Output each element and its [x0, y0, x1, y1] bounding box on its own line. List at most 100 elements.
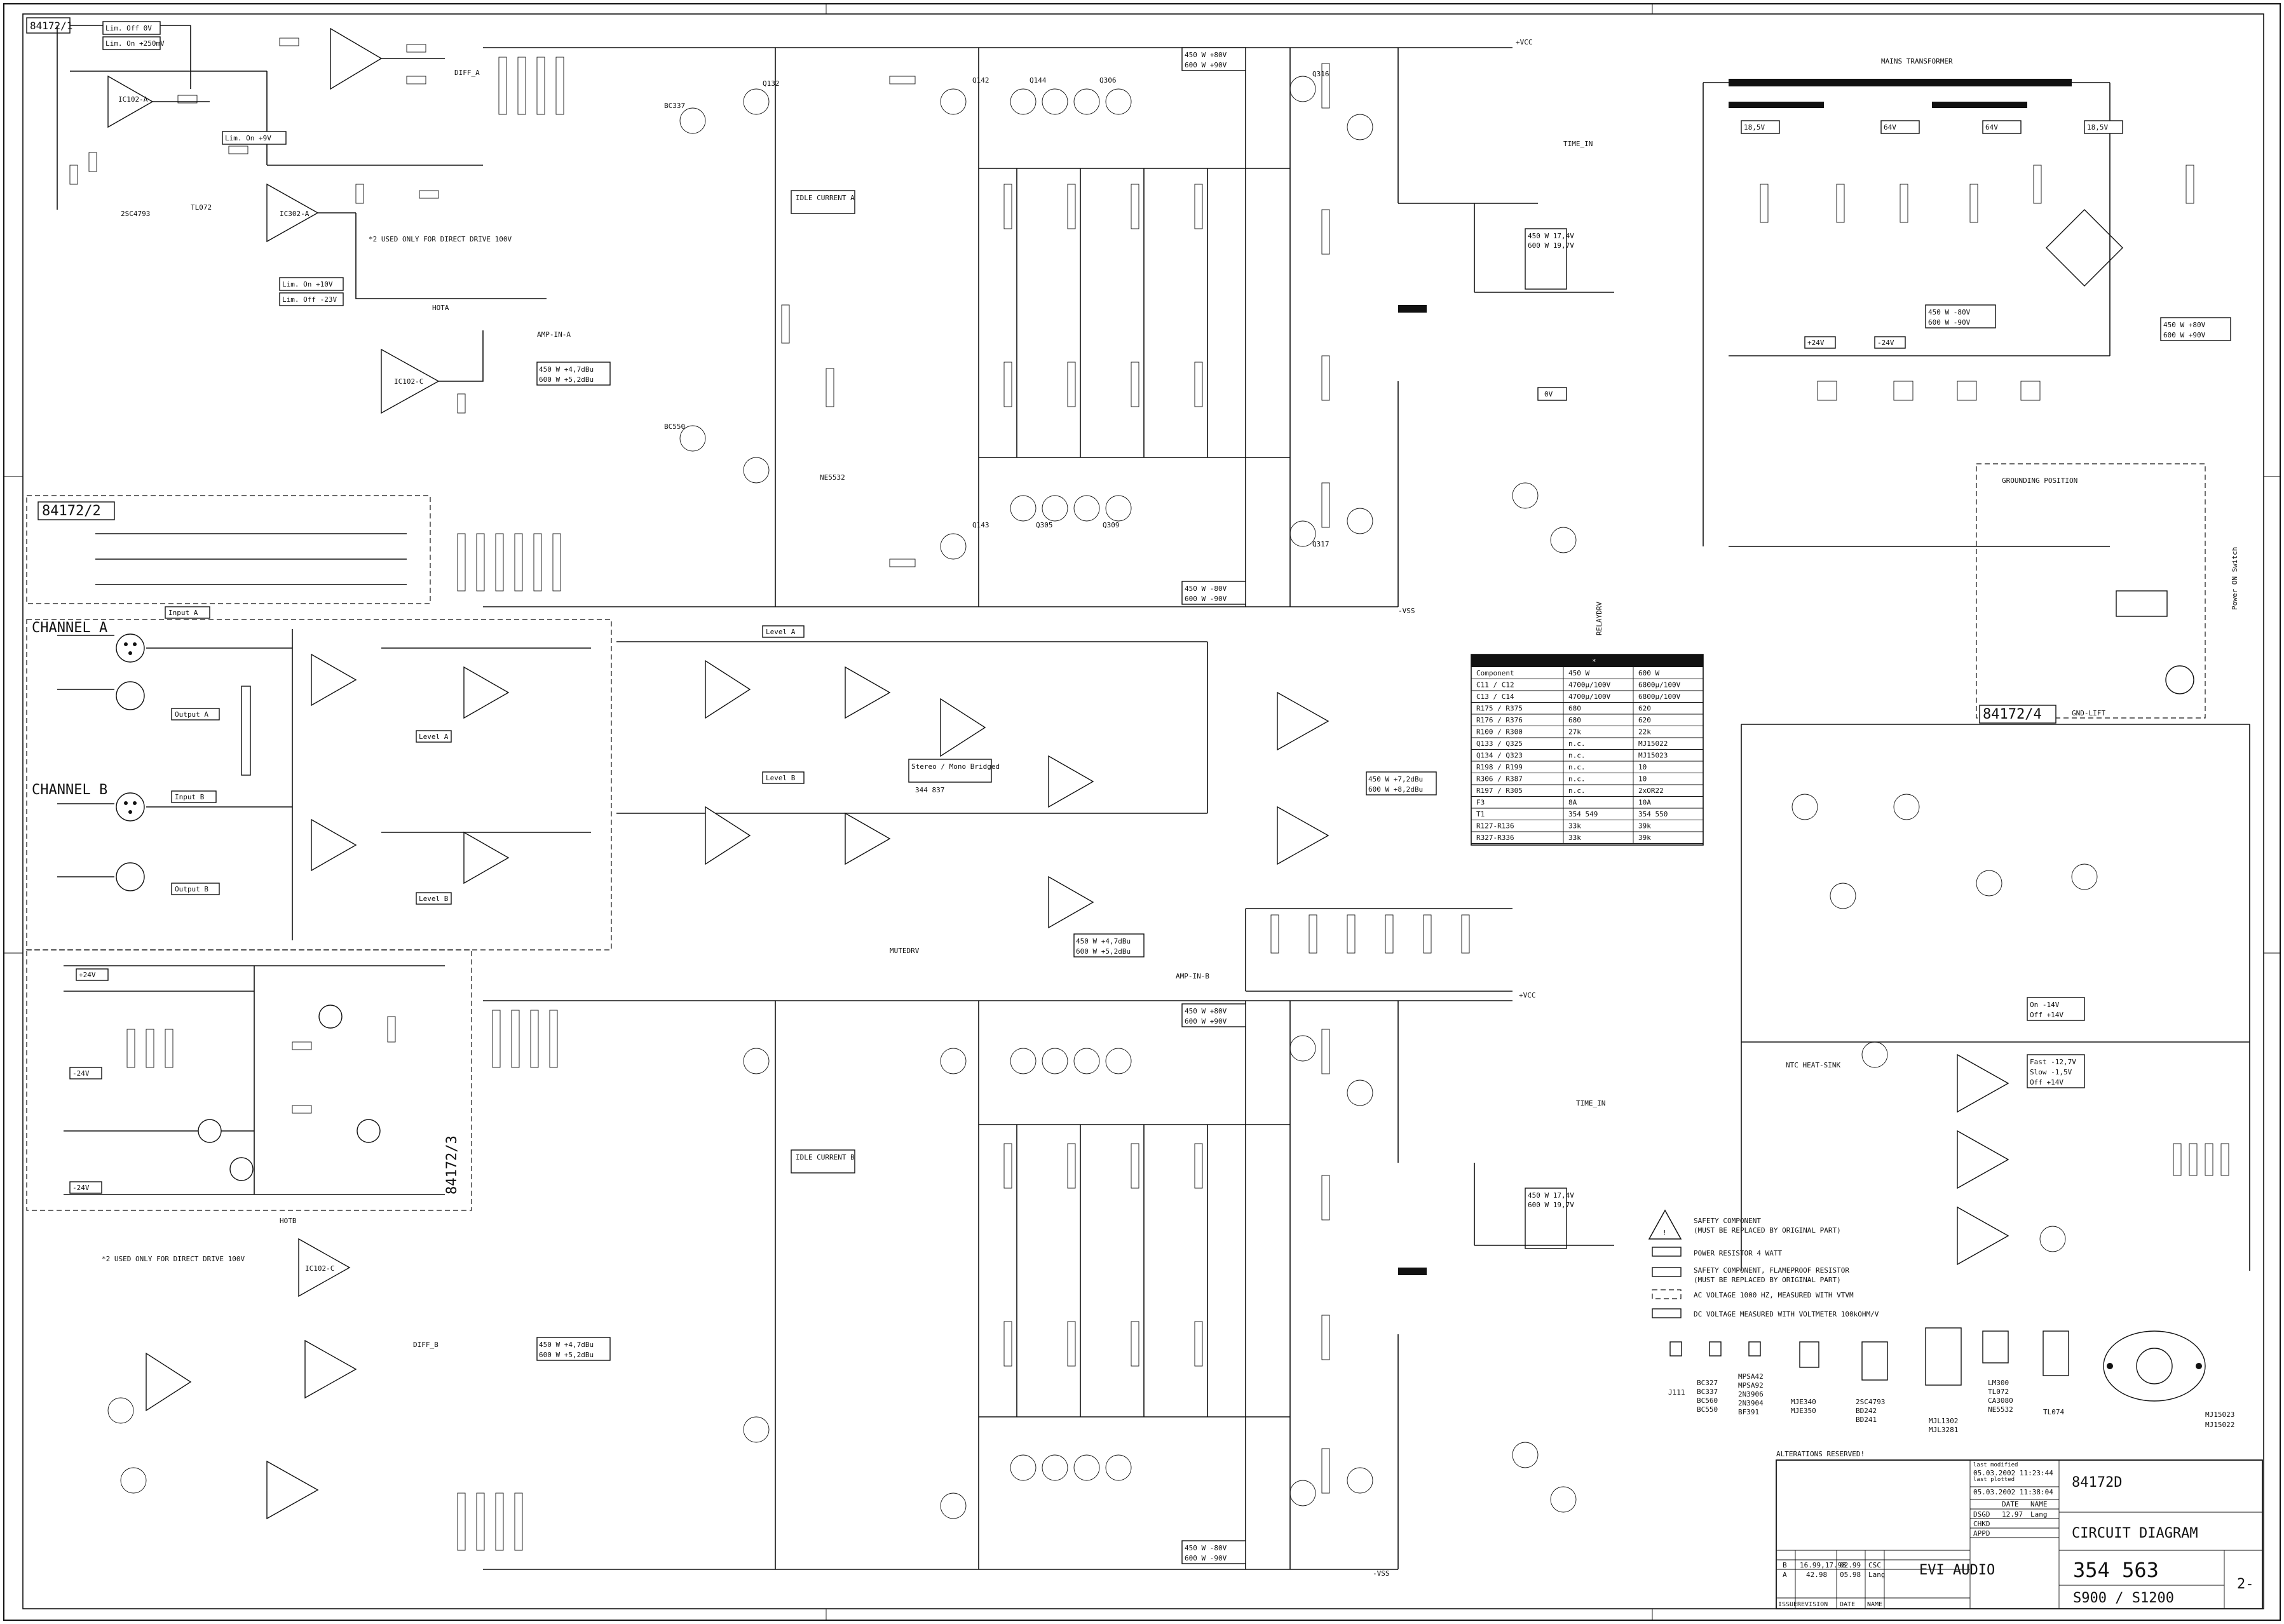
opamp-ic501a: [311, 653, 357, 707]
svg-text:450 W +80V: 450 W +80V: [1185, 1007, 1227, 1015]
svg-text:2SC4793: 2SC4793: [121, 210, 150, 218]
sheet-frame: [3, 3, 2281, 1621]
svg-text:TIME_IN: TIME_IN: [1576, 1099, 1605, 1107]
model-names: S900 / S1200: [2073, 1590, 2174, 1606]
net-diff-a: DIFF_A: [454, 69, 480, 77]
svg-text:Q309: Q309: [1103, 521, 1120, 529]
parts-table-cell: n.c.: [1568, 787, 1586, 795]
svg-text:LM300: LM300: [1988, 1379, 2009, 1387]
parts-table-cell: MJ15023: [1638, 752, 1668, 760]
channel-b-label: CHANNEL B: [32, 782, 107, 798]
svg-text:05.98: 05.98: [1840, 1571, 1861, 1579]
svg-text:05.03.2002 11:23:44: 05.03.2002 11:23:44: [1973, 1469, 2053, 1477]
svg-text:ISSUE: ISSUE: [1778, 1601, 1797, 1608]
svg-text:(MUST BE REPLACED BY ORIGINAL: (MUST BE REPLACED BY ORIGINAL PART): [1694, 1226, 1841, 1235]
svg-text:BC337: BC337: [664, 102, 685, 110]
parts-table-cell: C13 / C14: [1476, 693, 1514, 701]
svg-text:MJ15022: MJ15022: [2205, 1421, 2234, 1429]
parts-table-cell: 22k: [1638, 728, 1651, 736]
svg-text:600 W +5,2dBu: 600 W +5,2dBu: [539, 376, 594, 384]
svg-text:AMP-IN-B: AMP-IN-B: [1176, 972, 1209, 980]
svg-text:Q316: Q316: [1312, 70, 1329, 78]
svg-text:BC560: BC560: [1697, 1397, 1718, 1405]
channel-a-label: CHANNEL A: [32, 620, 107, 636]
power-amp-channel-b: IC102-C *2 USED ONLY FOR DIRECT DRIVE 10…: [102, 991, 1614, 1578]
parts-table-cell: 354 549: [1568, 810, 1598, 818]
svg-text:CHKD: CHKD: [1973, 1520, 1990, 1528]
svg-text:MPSA92: MPSA92: [1738, 1381, 1764, 1390]
module-id-84172-3: 84172/3: [444, 1135, 460, 1194]
svg-text:+VCC: +VCC: [1519, 991, 1536, 999]
idle-current-b-label: IDLE CURRENT B: [796, 1153, 855, 1161]
svg-text:last plotted: last plotted: [1973, 1477, 2015, 1483]
svg-text:J111: J111: [1668, 1388, 1685, 1397]
module-id-84172-4: 84172/4: [1983, 707, 2042, 722]
svg-text:Level A: Level A: [419, 733, 449, 741]
svg-text:18,5V: 18,5V: [2087, 123, 2108, 132]
svg-text:DIFF_B: DIFF_B: [413, 1341, 438, 1349]
parts-table-cell: C11 / C12: [1476, 681, 1514, 689]
to264-mjl-icon: [1925, 1327, 1962, 1386]
svg-text:MPSA42: MPSA42: [1738, 1372, 1764, 1381]
supply-box-b-pos: 450 W +80V 600 W +90V: [1181, 1003, 1246, 1027]
doc-id: 84172D: [2072, 1475, 2122, 1491]
svg-text:*2 USED ONLY FOR DIRECT DRIVE: *2 USED ONLY FOR DIRECT DRIVE 100V: [102, 1255, 245, 1263]
svg-text:CA3080: CA3080: [1988, 1397, 2013, 1405]
svg-text:450 W +4,7dBu: 450 W +4,7dBu: [539, 365, 594, 374]
svg-text:MJE340: MJE340: [1791, 1398, 1816, 1406]
to92-j111-icon: [1669, 1341, 1682, 1357]
svg-text:BD241: BD241: [1856, 1416, 1877, 1424]
svg-text:-VSS: -VSS: [1373, 1569, 1390, 1578]
svg-text:Power ON Switch: Power ON Switch: [2231, 547, 2239, 610]
parts-table-cell: R176 / R376: [1476, 716, 1523, 724]
svg-text:600 W -90V: 600 W -90V: [1185, 1554, 1227, 1562]
opamp-ic102-b: [330, 27, 383, 90]
svg-text:SAFETY COMPONENT, FLAMEPROOF R: SAFETY COMPONENT, FLAMEPROOF RESISTOR: [1694, 1266, 1849, 1275]
parts-table-cell: R100 / R300: [1476, 728, 1523, 736]
parts-table-cell: 680: [1568, 716, 1581, 724]
to126-mje-icon: [1799, 1341, 1819, 1368]
level-box-a: 450 W +4,7dBu 600 W +5,2dBu: [536, 362, 611, 386]
svg-text:DSGD: DSGD: [1973, 1510, 1990, 1519]
parts-table-cell: 4700µ/100V: [1568, 693, 1611, 701]
svg-text:+24V: +24V: [79, 971, 96, 979]
svg-text:2N3906: 2N3906: [1738, 1390, 1764, 1398]
opamp-ic102-a: [107, 75, 154, 128]
parts-table-cell: R175 / R375: [1476, 705, 1523, 713]
parts-table-header-cell: Component: [1476, 669, 1514, 677]
svg-text:Lim. On +9V: Lim. On +9V: [225, 134, 271, 142]
ac-voltage-box-icon: [1652, 1289, 1682, 1299]
module-84172-2-block: 84172/2 CHANNEL A CHANNEL B Input A Outp…: [26, 495, 612, 951]
svg-text:MJ15023: MJ15023: [2205, 1411, 2234, 1419]
power-amp-channel-a: Q132 Q142 Q144 Q306 Q143 Q305 Q309 Q316 …: [457, 38, 1614, 635]
parts-table-cell: R306 / R387: [1476, 775, 1523, 783]
svg-text:*: *: [1592, 658, 1596, 666]
svg-text:600 W 19,7V: 600 W 19,7V: [1528, 241, 1574, 250]
parts-table-cell: 620: [1638, 705, 1651, 713]
svg-text:RELAYDRV: RELAYDRV: [1595, 602, 1603, 635]
parts-table-cell: n.c.: [1568, 763, 1586, 771]
svg-text:GND-LIFT: GND-LIFT: [2072, 709, 2105, 717]
opamp-ic502a: [463, 666, 510, 719]
svg-text:600 W +90V: 600 W +90V: [2163, 331, 2206, 339]
svg-text:2N3904: 2N3904: [1738, 1399, 1764, 1407]
stereo-mono-label: Stereo / Mono Bridged: [911, 762, 1000, 771]
supply-box-b-neg: 450 W -80V 600 W -90V: [1181, 1540, 1246, 1564]
svg-text:Input B: Input B: [175, 793, 205, 801]
svg-text:HOTB: HOTB: [280, 1217, 297, 1225]
idle-current-a-label: IDLE CURRENT A: [796, 194, 855, 202]
sheet-number: 2-: [2237, 1576, 2254, 1592]
parts-table-cell: 6800µ/100V: [1638, 681, 1681, 689]
parts-table-cell: n.c.: [1568, 775, 1586, 783]
svg-text:NAME: NAME: [1867, 1601, 1882, 1608]
svg-text:18,5V: 18,5V: [1744, 123, 1765, 132]
svg-text:SAFETY COMPONENT: SAFETY COMPONENT: [1694, 1217, 1761, 1225]
svg-text:05.03.2002 11:38:04: 05.03.2002 11:38:04: [1973, 1488, 2053, 1496]
parts-table-header-cell: 600 W: [1638, 669, 1659, 677]
svg-text:600 W +90V: 600 W +90V: [1185, 61, 1227, 69]
opamp-ic501b: [311, 818, 357, 872]
parts-table-cell: 680: [1568, 705, 1581, 713]
